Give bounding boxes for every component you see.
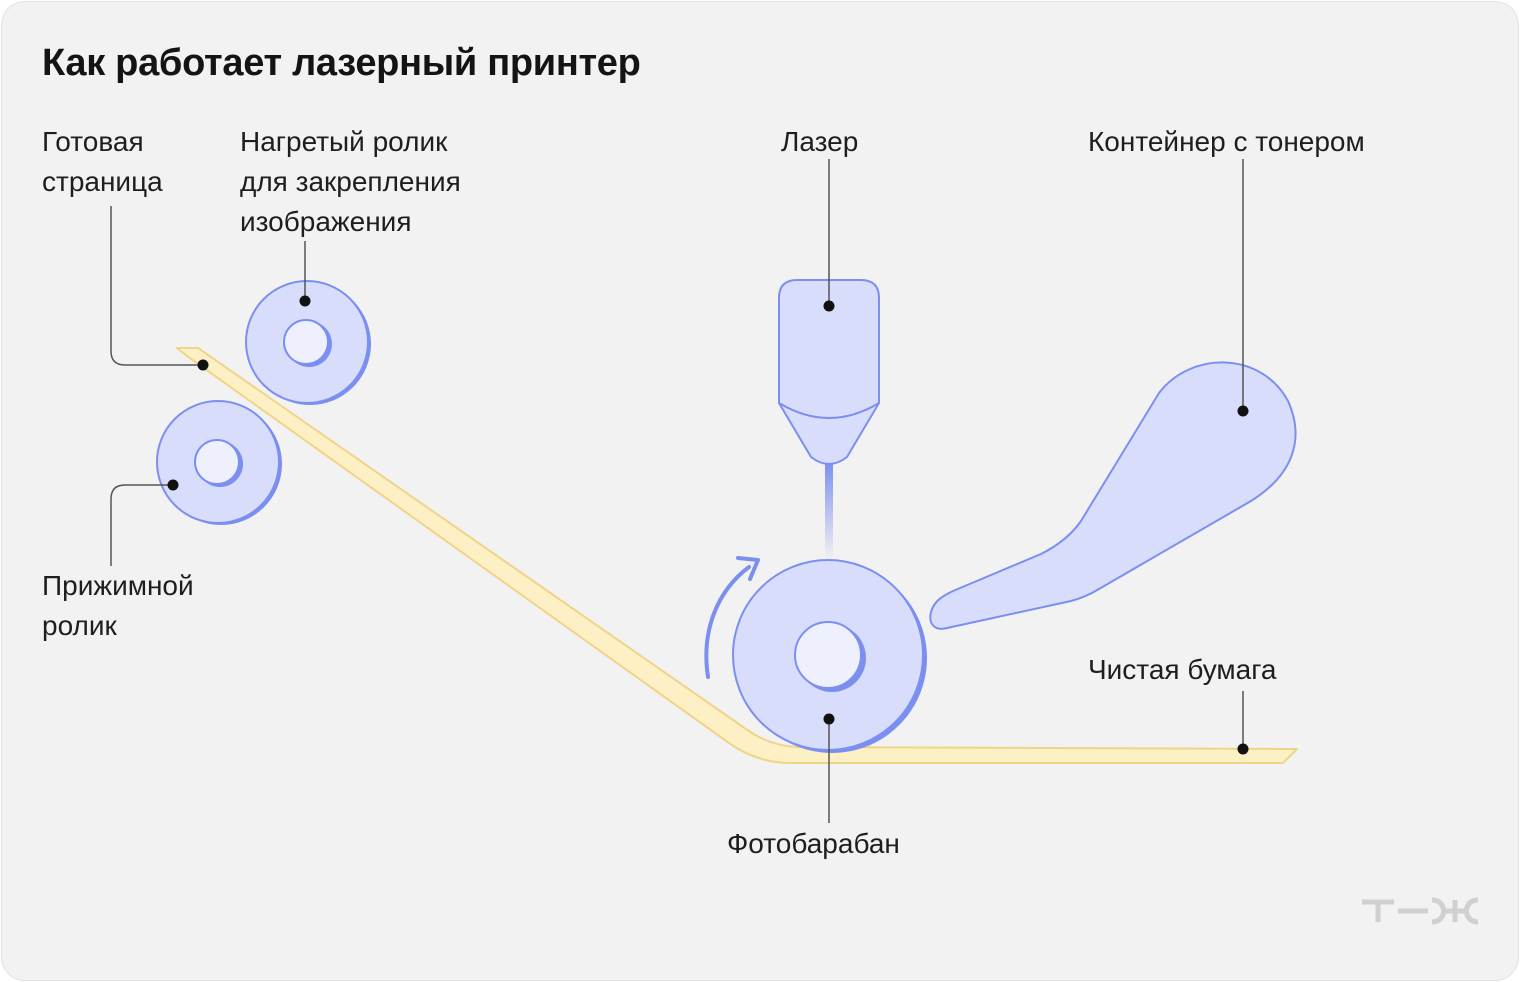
label-heated-roller-line2: для закрепления [240, 166, 461, 197]
label-pressure-roller-line2: ролик [42, 610, 117, 641]
heated-roller [245, 280, 371, 405]
toner-container [929, 361, 1297, 630]
dot-heated-roller [299, 295, 311, 307]
tj-logo [1362, 897, 1479, 925]
dot-toner [1237, 405, 1249, 417]
label-pressure-roller-line1: Прижимной [42, 570, 194, 601]
photodrum [732, 559, 927, 753]
label-ready-page-line1: Готовая [42, 126, 144, 157]
leader-lines [110, 159, 1244, 823]
laser-unit [778, 279, 880, 561]
dot-pressure-roller [167, 479, 179, 491]
dot-photodrum [823, 713, 835, 725]
dot-clean-paper [1237, 743, 1249, 755]
label-toner-container: Контейнер с тонером [1088, 126, 1365, 157]
paper-sheet [176, 347, 1298, 764]
label-ready-page: Готовая страница [42, 122, 163, 202]
label-heated-roller: Нагретый ролик для закрепления изображен… [240, 122, 461, 242]
page-title: Как работает лазерный принтер [42, 42, 641, 84]
label-heated-roller-line1: Нагретый ролик [240, 126, 448, 157]
rotation-arrow [704, 556, 760, 679]
laser-beam [825, 461, 833, 561]
dot-laser [823, 300, 835, 312]
label-clean-paper: Чистая бумага [1088, 654, 1277, 685]
pressure-roller [156, 400, 282, 525]
label-heated-roller-line3: изображения [240, 206, 412, 237]
label-photodrum: Фотобарабан [727, 828, 900, 859]
marker-dots [167, 295, 1249, 755]
label-laser: Лазер [781, 126, 859, 157]
dot-ready-page [197, 359, 209, 371]
label-pressure-roller: Прижимной ролик [42, 566, 194, 646]
label-ready-page-line2: страница [42, 166, 163, 197]
